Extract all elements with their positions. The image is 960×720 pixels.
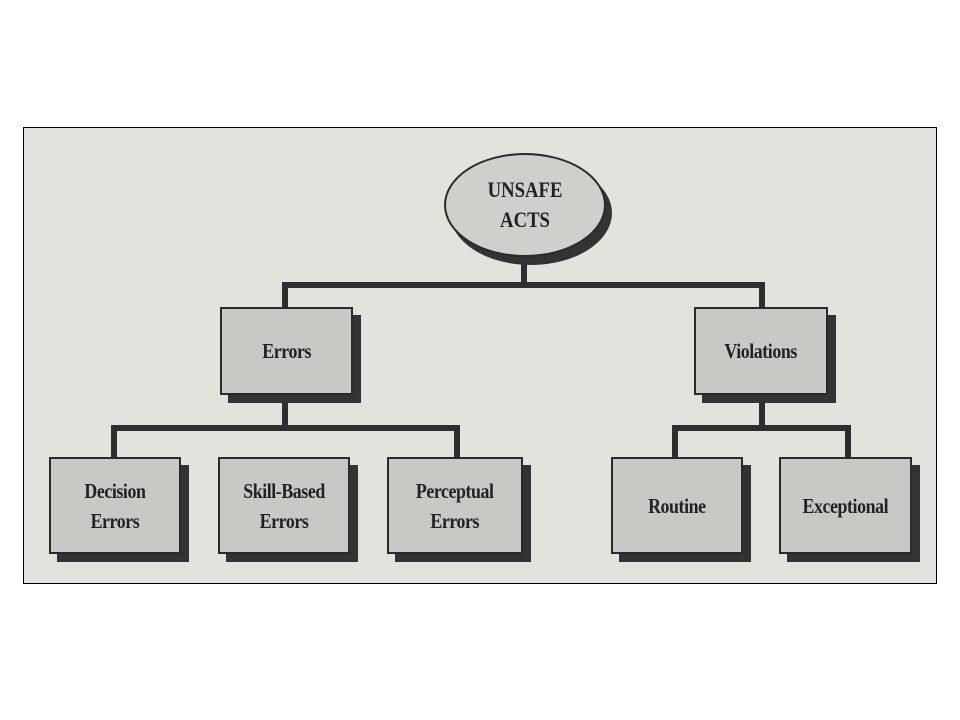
connector <box>759 282 765 308</box>
connector <box>845 425 851 458</box>
root-node-unsafe-acts: UNSAFE ACTS <box>444 153 606 257</box>
connector <box>282 282 288 308</box>
connector <box>454 425 460 458</box>
connector <box>672 425 851 431</box>
connector <box>759 394 765 431</box>
connector <box>672 425 678 458</box>
node-skill-based-errors: Skill-Based Errors <box>218 457 350 554</box>
node-label: Skill-Based Errors <box>243 478 325 533</box>
node-label: Violations <box>724 339 798 363</box>
node-label: Exceptional <box>802 493 889 518</box>
node-errors: Errors <box>220 307 353 395</box>
root-label: UNSAFE ACTS <box>487 177 563 232</box>
node-violations: Violations <box>694 307 828 395</box>
connector <box>282 394 288 431</box>
node-label: Perceptual Errors <box>416 478 494 533</box>
node-decision-errors: Decision Errors <box>49 457 181 554</box>
node-routine: Routine <box>611 457 743 554</box>
node-label: Routine <box>648 493 706 518</box>
connector <box>521 255 527 288</box>
connector <box>282 282 765 288</box>
node-perceptual-errors: Perceptual Errors <box>387 457 523 554</box>
node-label: Decision Errors <box>84 478 146 533</box>
connector <box>111 425 460 431</box>
node-exceptional: Exceptional <box>779 457 912 554</box>
connector <box>111 425 117 458</box>
node-label: Errors <box>262 339 311 363</box>
